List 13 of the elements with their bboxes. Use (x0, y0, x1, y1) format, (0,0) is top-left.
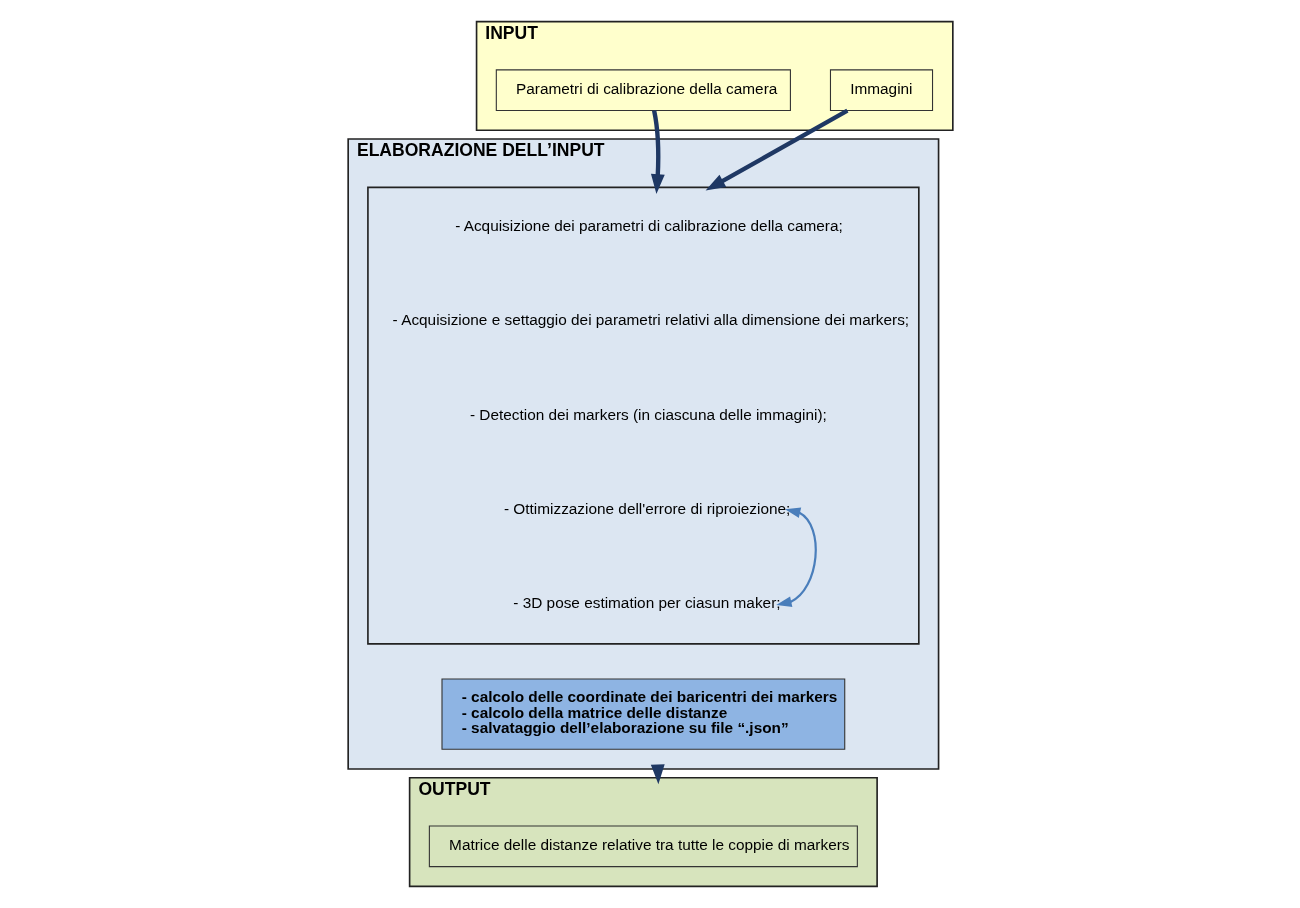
node-text: - Acquisizione e settaggio dei parametri relativi alla dimensione dei markers; (392, 311, 909, 329)
node-text: - Ottimizzazione dell'errore di riproiezione; (503, 500, 790, 518)
node-text: - Acquisizione dei parametri di calibrazione della camera; (454, 216, 843, 234)
node-box: - calcolo delle coordinate dei baricentri dei markers - calcolo della matrice delle distanze - salvataggio dell’elaborazione su file “.json” (440, 678, 845, 750)
arrow (705, 108, 848, 191)
node-box: Matrice delle distanze relative tra tutte le coppie di markers (428, 825, 858, 868)
node-text: - 3D pose estimation per ciasun maker; (512, 594, 781, 612)
node-text: - Detection dei markers (in ciascuna delle immagini); (469, 405, 827, 423)
arrow (775, 507, 817, 608)
arrow (650, 764, 665, 785)
node-box: Parametri di calibrazione della camera (495, 69, 791, 112)
node-box: Immagini (829, 69, 933, 112)
cluster (366, 186, 920, 645)
